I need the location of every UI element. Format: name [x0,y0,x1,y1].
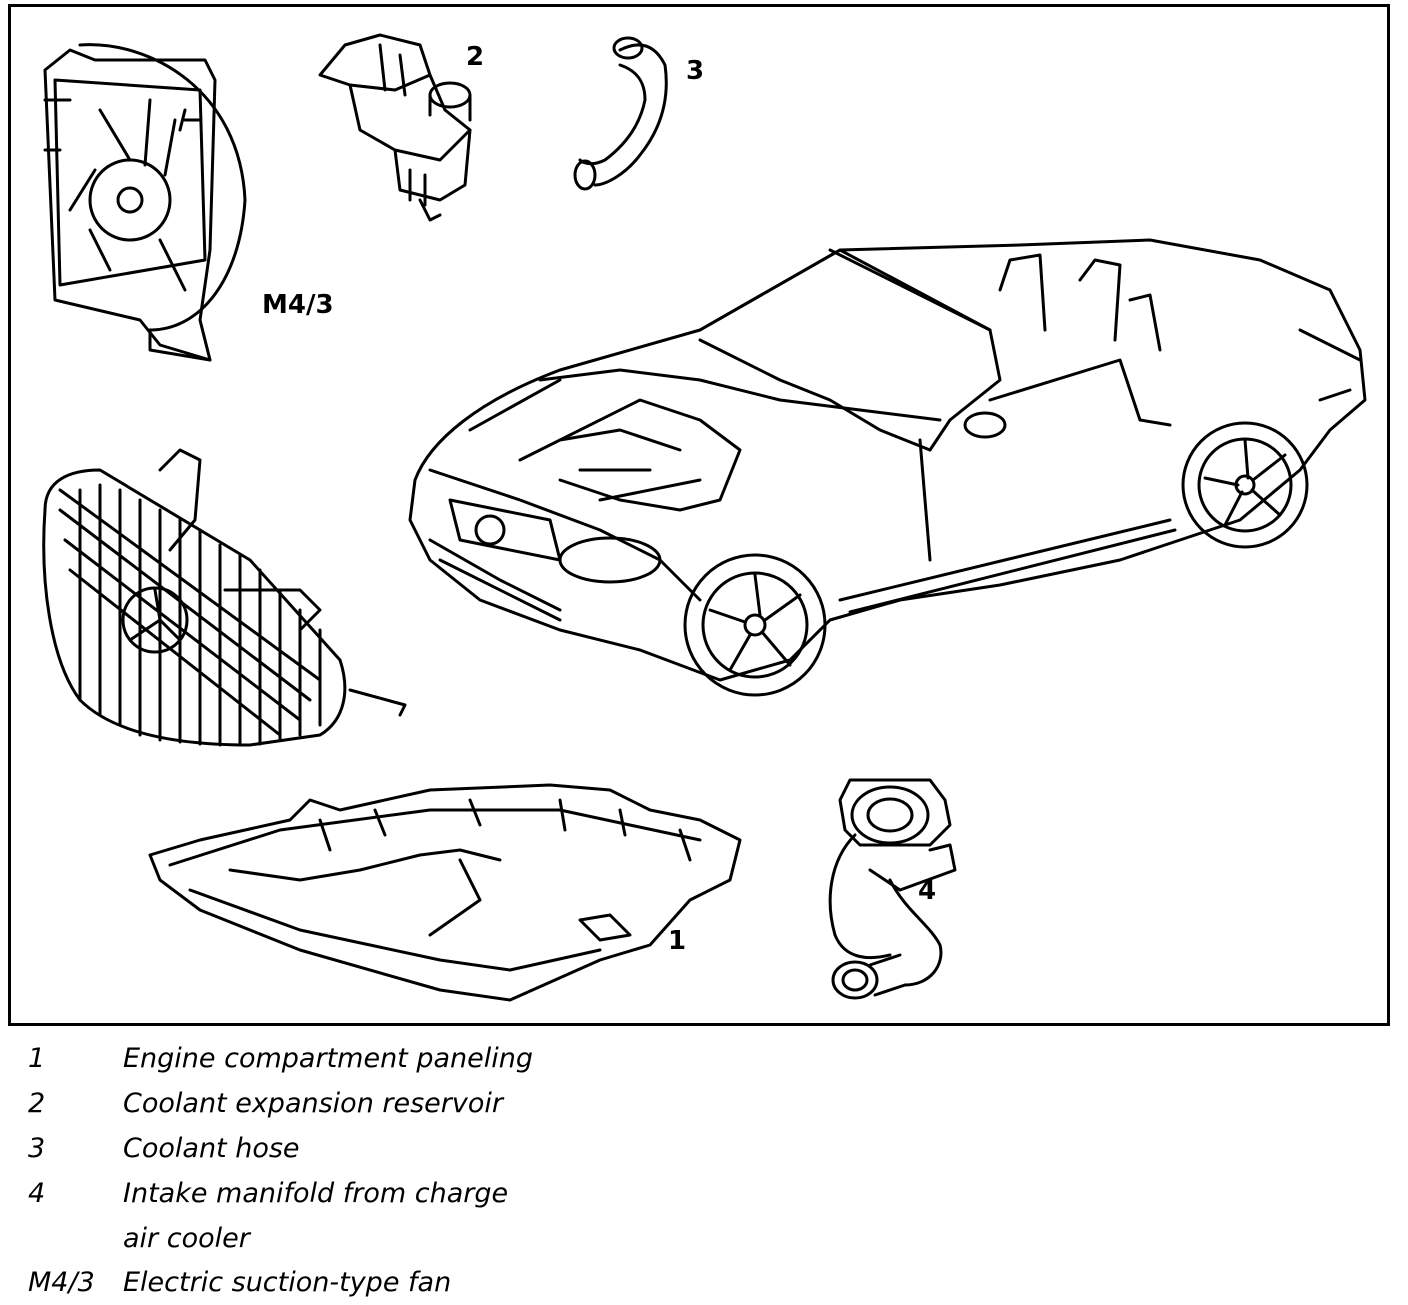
callout-4: 4 [918,876,937,906]
callout-1: 1 [668,926,687,956]
expansion-reservoir-drawing [318,33,472,222]
callout-2: 2 [466,42,485,72]
legend-key: 4 [28,1178,46,1209]
legend-key: 3 [28,1133,46,1164]
legend-item-continuation: air cooler [28,1216,1128,1260]
legend-item: 3 Coolant hose [28,1126,1128,1171]
callout-3: 3 [686,56,705,86]
legend-item: 2 Coolant expansion reservoir [28,1081,1128,1126]
legend-item: 1 Engine compartment paneling [28,1036,1128,1081]
legend-text: Coolant expansion reservoir [123,1088,503,1119]
coolant-hose-drawing [573,36,668,191]
parts-illustration [42,33,1367,1002]
parts-legend: 1 Engine compartment paneling 2 Coolant … [28,1036,1128,1305]
legend-text: air cooler [123,1222,250,1254]
legend-item: 4 Intake manifold from charge [28,1171,1128,1216]
legend-key: M4/3 [28,1267,95,1298]
intake-manifold-drawing [828,778,957,1000]
roadster-car-drawing [408,238,1367,697]
legend-text: Electric suction-type fan [123,1267,452,1298]
callout-m4-3: M4/3 [262,290,334,320]
radiator-grille-drawing [42,448,407,747]
legend-key: 1 [28,1043,46,1074]
legend-text: Coolant hose [123,1133,300,1164]
legend-item: M4/3 Electric suction-type fan [28,1260,1128,1305]
diagram-frame [8,4,1390,1026]
electric-fan-drawing [43,43,247,362]
legend-text: Intake manifold from charge [123,1178,509,1209]
engine-paneling-drawing [148,783,742,1002]
legend-key: 2 [28,1088,46,1119]
legend-text: Engine compartment paneling [123,1043,534,1074]
